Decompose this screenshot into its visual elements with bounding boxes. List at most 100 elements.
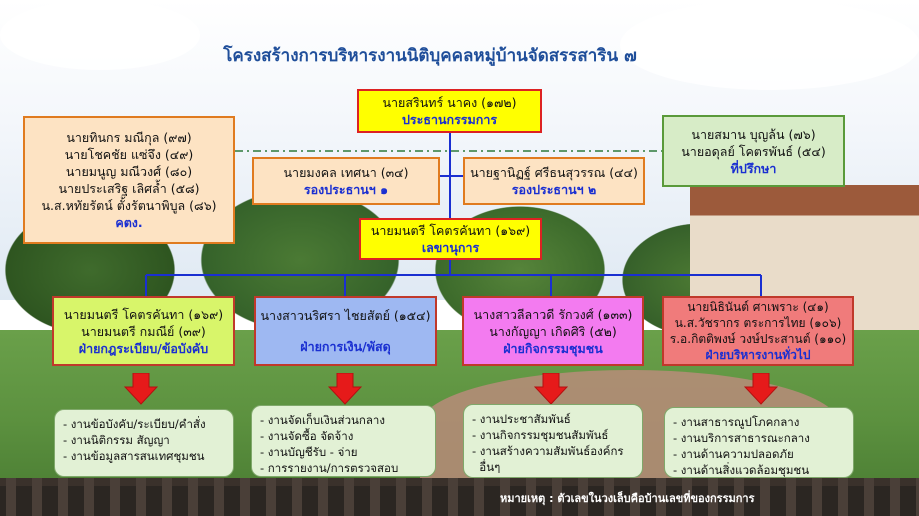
railing-bar: [890, 478, 900, 516]
railing-bar: [500, 478, 510, 516]
chairman-name: นายสรินทร์ นาคง (๑๗๒): [382, 95, 517, 110]
committee-role: คตง.: [115, 215, 143, 230]
department-general-box: นายนิธินันต์ ศาเพราะ (๔๑) น.ส.วัชรากร ตร…: [662, 296, 854, 366]
tasks-finance: - งานจัดเก็บเงินส่วนกลาง - งานจัดซื้อ จั…: [251, 405, 436, 477]
railing-bar: [422, 478, 432, 516]
task-item: อื่นๆ: [472, 460, 501, 474]
railing-bar: [240, 478, 250, 516]
chairman-role: ประธานกรรมการ: [401, 112, 498, 127]
vice-chairman-1-role: รองประธานฯ ๑: [303, 182, 389, 197]
cloud: [0, 0, 200, 70]
arrow-down-icon: [328, 373, 362, 405]
secretary-name: นายมนตรี โคตรคันทา (๑๖๙): [370, 223, 531, 238]
task-item: - งานจัดเก็บเงินส่วนกลาง: [260, 413, 385, 427]
vice-chairman-2-box: นายฐานิฏฐ์ ศรีธนสุวรรณ (๔๔) รองประธานฯ ๒: [463, 157, 645, 205]
chairman-box: นายสรินทร์ นาคง (๑๗๒) ประธานกรรมการ: [357, 89, 542, 133]
diagram-title: โครงสร้างการบริหารงานนิติบุคคลหมู่บ้านจั…: [223, 46, 637, 66]
secretary-box: นายมนตรี โคตรคันทา (๑๖๙) เลขานุการ: [359, 218, 542, 260]
railing-bar: [786, 478, 796, 516]
committee-member: นายประเสริฐ เลิศล้ำ (๕๘): [58, 181, 200, 196]
railing-bar: [58, 478, 68, 516]
railing-bar: [84, 478, 94, 516]
department-member: น.ส.วัชรากร ตระการไทย (๑๐๖): [674, 316, 842, 330]
railing-bar: [136, 478, 146, 516]
railing-bar: [864, 478, 874, 516]
committee-member: นายโชคชัย แซ่จึง (๔๙): [64, 147, 194, 162]
task-item: - งานจัดซื้อ จัดจ้าง: [260, 429, 354, 443]
committee-member: นายมนูญ มณีวงศ์ (๘๐): [65, 164, 193, 179]
committee-member: น.ส.หทัยรัตน์ ตั้งรัตนาพิบูล (๘๖): [41, 198, 217, 213]
department-role: ฝ่ายการเงิน/พัสดุ: [300, 339, 391, 354]
advisor-role: ที่ปรึกษา: [730, 160, 777, 176]
task-item: - งานสร้างความสัมพันธ์องค์กร: [472, 444, 624, 458]
task-item: - การรายงาน/การตรวจสอบ: [260, 461, 399, 475]
committee-box: นายทินกร มณีกุล (๙๗) นายโชคชัย แซ่จึง (๔…: [23, 116, 235, 244]
railing-bar: [6, 478, 16, 516]
task-item: - งานนิติกรรม สัญญา: [63, 433, 170, 447]
railing-bar: [266, 478, 276, 516]
railing-bar: [162, 478, 172, 516]
railing-bar: [656, 478, 666, 516]
railing-bar: [292, 478, 302, 516]
railing-bar: [812, 478, 822, 516]
vice-chairman-2-name: นายฐานิฏฐ์ ศรีธนสุวรรณ (๔๔): [470, 165, 638, 180]
tasks-community: - งานประชาสัมพันธ์ - งานกิจกรรมชุมชนสัมพ…: [463, 404, 643, 478]
railing-bar: [474, 478, 484, 516]
advisor-member: นายอดุลย์ โคตรพันธ์ (๕๔): [681, 143, 826, 159]
advisor-member: นายสมาน บุญล้น (๗๖): [691, 126, 816, 142]
arrow-down-icon: [534, 373, 568, 405]
railing-bar: [604, 478, 614, 516]
task-item: - งานด้านสิ่งแวดล้อมชุมชน: [673, 463, 810, 477]
department-regulation-box: นายมนตรี โคตรคันทา (๑๖๙) นายมนตรี กมณีย์…: [52, 296, 235, 366]
vice-chairman-1-name: นายมงคล เทศนา (๓๔): [283, 165, 409, 180]
arrow-down-icon: [744, 373, 778, 405]
advisor-box: นายสมาน บุญล้น (๗๖) นายอดุลย์ โคตรพันธ์ …: [662, 115, 845, 187]
railing-bar: [916, 478, 919, 516]
railing-bar: [370, 478, 380, 516]
task-item: - งานสาธารณูปโภคกลาง: [673, 415, 800, 429]
department-member: ร.อ.กิตติพงษ์ วงษ์ประสานต์ (๑๑๐): [669, 332, 847, 346]
task-item: - งานประชาสัมพันธ์: [472, 412, 571, 426]
committee-member: นายทินกร มณีกุล (๙๗): [66, 130, 192, 145]
task-item: - งานด้านความปลอดภัย: [673, 447, 794, 461]
railing-bar: [630, 478, 640, 516]
department-member: นางสาวลีลาวดี รักวงศ์ (๑๓๓): [473, 306, 633, 322]
department-role: ฝ่ายบริหารงานทั่วไป: [705, 348, 811, 362]
railing-bar: [396, 478, 406, 516]
railing-bar: [32, 478, 42, 516]
railing-bar: [760, 478, 770, 516]
railing-bar: [838, 478, 848, 516]
tasks-general: - งานสาธารณูปโภคกลาง - งานบริการสาธารณะก…: [664, 407, 854, 478]
railing-bar: [526, 478, 536, 516]
railing-bar: [708, 478, 718, 516]
department-member: นางกัญญา เกิดศิริ (๕๒): [489, 323, 617, 339]
department-role: ฝ่ายกฎระเบียบ/ข้อบังคับ: [78, 340, 209, 356]
railing-bar: [344, 478, 354, 516]
arrow-down-icon: [124, 373, 158, 405]
department-member: นายนิธินันต์ ศาเพราะ (๔๑): [687, 300, 829, 314]
department-role: ฝ่ายกิจกรรมชุมชน: [503, 340, 603, 356]
task-item: - งานกิจกรรมชุมชนสัมพันธ์: [472, 428, 609, 442]
railing-bar: [682, 478, 692, 516]
railing-bar: [448, 478, 458, 516]
cloud: [620, 0, 919, 90]
railing-bar: [214, 478, 224, 516]
task-item: - งานข้อมูลสารสนเทศชุมชน: [63, 449, 205, 463]
department-member: นางสาวนริศรา ไชยสัตย์ (๑๕๔): [260, 308, 431, 323]
railing-bar: [318, 478, 328, 516]
task-item: - งานบริการสาธารณะกลาง: [673, 431, 810, 445]
department-member: นายมนตรี โคตรคันทา (๑๖๙): [63, 306, 224, 322]
secretary-role: เลขานุการ: [421, 240, 480, 255]
railing-bar: [734, 478, 744, 516]
tasks-regulation: - งานข้อบังคับ/ระเบียบ/คำสั่ง - งานนิติก…: [54, 409, 234, 477]
vice-chairman-1-box: นายมงคล เทศนา (๓๔) รองประธานฯ ๑: [252, 157, 440, 205]
department-community-box: นางสาวลีลาวดี รักวงศ์ (๑๓๓) นางกัญญา เกิ…: [462, 296, 644, 366]
department-finance-box: นางสาวนริศรา ไชยสัตย์ (๑๕๔) ฝ่ายการเงิน/…: [254, 296, 437, 366]
balcony-railing-top: [0, 478, 919, 486]
task-item: - งานบัญชีรับ - จ่าย: [260, 445, 358, 459]
footnote: หมายเหตุ : ตัวเลขในวงเล็บคือบ้านเลขที่ขอ…: [500, 492, 755, 505]
railing-bar: [110, 478, 120, 516]
railing-bar: [188, 478, 198, 516]
task-item: - งานข้อบังคับ/ระเบียบ/คำสั่ง: [63, 417, 206, 431]
